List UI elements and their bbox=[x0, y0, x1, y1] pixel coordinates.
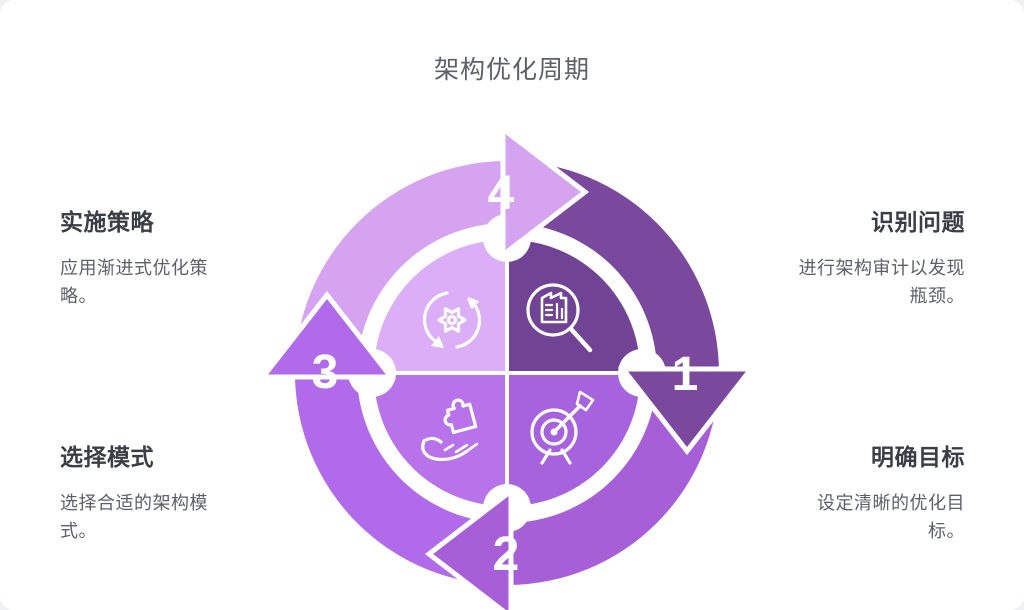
page-title: 架构优化周期 bbox=[433, 56, 590, 84]
step3-number: 3 bbox=[312, 346, 339, 399]
step4-heading: 实施策略 bbox=[60, 209, 154, 235]
step4-number: 4 bbox=[488, 167, 515, 220]
step2-number: 2 bbox=[493, 528, 520, 581]
step1-heading: 识别问题 bbox=[871, 209, 965, 235]
quadrant-top-right bbox=[509, 240, 640, 371]
step4-text-block: 实施策略 应用渐进式优化策略。 bbox=[60, 203, 212, 311]
step2-heading: 明确目标 bbox=[871, 444, 965, 470]
arrowhead-4 bbox=[500, 123, 590, 261]
step2-text-block: 明确目标 设定清晰的优化目标。 bbox=[805, 438, 965, 546]
step3-description: 选择合适的架构模式。 bbox=[60, 493, 208, 541]
step3-heading: 选择模式 bbox=[60, 444, 154, 470]
step1-description: 进行架构审计以发现瓶颈。 bbox=[798, 258, 965, 306]
step1-number: 1 bbox=[672, 348, 699, 401]
target-arrow-icon bbox=[530, 390, 595, 465]
step4-description: 应用渐进式优化策略。 bbox=[60, 258, 208, 306]
arrowhead-1 bbox=[617, 366, 757, 456]
magnifier-chart-icon bbox=[526, 283, 593, 353]
step1-text-block: 识别问题 进行架构审计以发现瓶颈。 bbox=[787, 203, 965, 311]
step3-text-block: 选择模式 选择合适的架构模式。 bbox=[60, 438, 212, 546]
arrowhead-3 bbox=[257, 290, 397, 380]
hand-puzzle-icon bbox=[421, 398, 479, 462]
sync-gear-icon bbox=[422, 291, 482, 349]
step2-description: 设定清晰的优化目标。 bbox=[817, 493, 965, 541]
arrowhead-2 bbox=[424, 485, 514, 610]
